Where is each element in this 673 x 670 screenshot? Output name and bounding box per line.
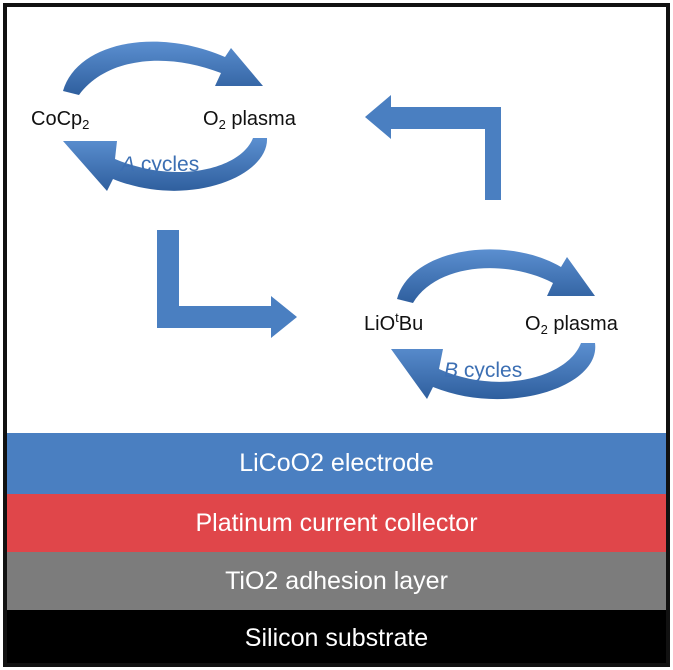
- elbow-arrow-up-left: [365, 95, 501, 200]
- cycle-b-oxidant-label: O2 plasma: [525, 313, 618, 337]
- layer-tio2-adhesion: TiO2 adhesion layer: [7, 552, 666, 610]
- elbow-arrow-down-right: [157, 230, 297, 338]
- cycle-a-top-arrow: [63, 41, 263, 95]
- deposition-diagram: [63, 41, 596, 400]
- layer-label: LiCoO2 electrode: [239, 449, 434, 477]
- layer-licoo2-electrode: LiCoO2 electrode: [7, 433, 666, 494]
- layer-label: Silicon substrate: [244, 624, 429, 652]
- cycle-a-count-label: A cycles: [121, 153, 200, 176]
- layer-platinum-current-collector: Platinum current collector: [7, 494, 666, 552]
- cycle-b-precursor-label: LiOtBu: [364, 310, 424, 335]
- layer-silicon-substrate: Silicon substrate: [7, 610, 666, 663]
- cycle-a-oxidant-label: O2 plasma: [203, 108, 296, 132]
- cycle-a-precursor-label: CoCp2: [31, 108, 90, 132]
- cycle-b-count-label: B cycles: [444, 359, 523, 382]
- layer-label: Platinum current collector: [195, 508, 478, 537]
- cycle-b-top-arrow: [397, 249, 595, 303]
- cycle-b-bottom-arrow: [391, 343, 596, 400]
- layer-label: TiO2 adhesion layer: [225, 566, 448, 595]
- cycle-a-bottom-arrow: [63, 138, 268, 191]
- figure-frame: CoCp2 O2 plasma A cycles LiOtBu O2 plasm…: [3, 3, 670, 667]
